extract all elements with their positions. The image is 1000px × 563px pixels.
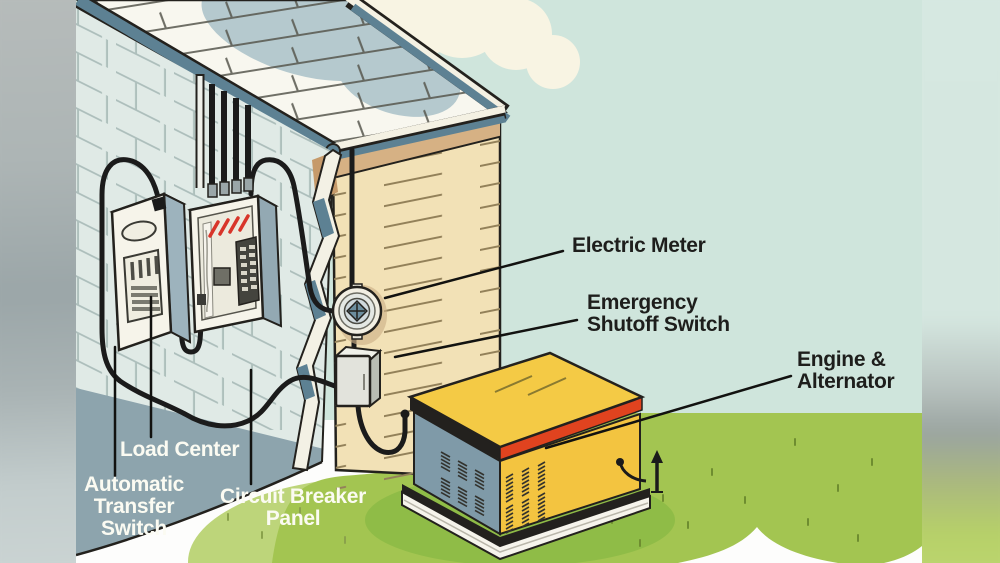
corner-trim: [291, 148, 343, 472]
wire-shutoff-to-generator: [355, 403, 408, 455]
wire-panel-to-meter: [248, 157, 336, 314]
label-line: Electric Meter: [572, 234, 706, 257]
label-engine-alternator: Engine & Alternator: [797, 348, 895, 393]
label-circuit-breaker-panel: Circuit Breaker Panel: [220, 486, 366, 530]
electric-meter-illustration: [331, 283, 387, 345]
illustration-scene: [76, 0, 922, 563]
emergency-shutoff-switch-illustration: [333, 345, 383, 409]
label-line: Switch: [101, 517, 167, 540]
circuit-breaker-panel-illustration: [177, 177, 283, 334]
generator-illustration: [401, 351, 663, 561]
label-line: Circuit Breaker: [219, 485, 367, 508]
label-line: Emergency: [587, 291, 698, 314]
label-load-center: Load Center: [120, 438, 240, 461]
label-electric-meter: Electric Meter: [572, 235, 706, 257]
wire-connector-dot: [400, 409, 410, 419]
standby-generator-diagram: [76, 0, 922, 563]
label-line: Transfer: [93, 495, 175, 518]
left-blur-edge: [0, 0, 76, 563]
label-emergency-shutoff-switch: Emergency Shutoff Switch: [587, 292, 730, 336]
grass-ticks: [446, 438, 873, 547]
label-line: Automatic: [84, 473, 184, 496]
automatic-transfer-switch-illustration: [109, 192, 192, 352]
label-automatic-transfer-switch: Automatic Transfer Switch: [84, 474, 184, 540]
leader-electric-meter: [383, 249, 565, 300]
label-line: Shutoff Switch: [587, 313, 730, 336]
grounding-rod: [616, 450, 663, 493]
leader-emergency-shutoff-switch: [393, 318, 579, 359]
roof-conduits: [195, 74, 251, 192]
leader-lines: [113, 249, 793, 486]
label-line: Engine &: [797, 348, 886, 371]
label-line: Load Center: [120, 438, 240, 461]
label-line: Panel: [265, 507, 321, 530]
right-blur-edge: [922, 0, 1000, 563]
leader-engine-alternator: [544, 374, 793, 450]
label-line: Alternator: [797, 370, 895, 393]
